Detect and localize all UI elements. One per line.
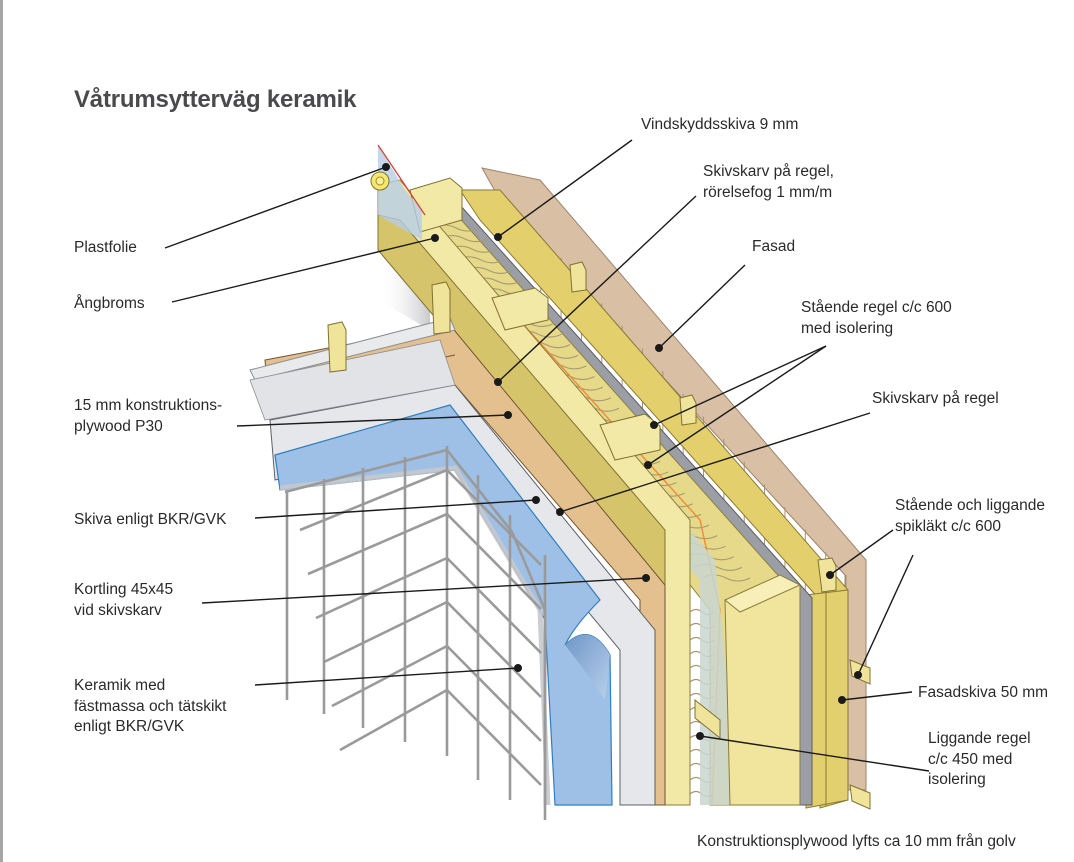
tile-grid-horizontal — [446, 601, 542, 698]
leader-dot — [696, 732, 705, 741]
leader-dot — [382, 162, 391, 171]
label-skiva-bkr: Skiva enligt BKR/GVK — [74, 511, 227, 528]
leader-line — [236, 414, 509, 427]
leader-line — [658, 264, 746, 349]
label-vindskydd: Vindskyddsskiva 9 mm — [641, 116, 799, 133]
leader-dot — [644, 461, 653, 470]
leader-dot — [650, 421, 659, 430]
tile-grid-horizontal — [446, 645, 542, 742]
leader-dot — [431, 233, 440, 242]
leader-dot — [494, 232, 503, 241]
leader-dot — [838, 696, 847, 705]
leader-dot — [556, 508, 565, 517]
leader-line — [841, 691, 913, 701]
label-angbroms: Ångbroms — [74, 295, 145, 312]
label-spiklakt: Stående och liggande spikläkt c/c 600 — [895, 497, 1045, 535]
tile-grid-edge — [284, 448, 547, 805]
label-staende-regel: Stående regel c/c 600 med isolering — [801, 299, 952, 337]
label-fasadskiva: Fasadskiva 50 mm — [918, 684, 1049, 701]
diagram-title: Våtrumsytterväg keramik — [74, 86, 357, 113]
leader-line — [254, 499, 537, 519]
leader-line — [497, 139, 633, 238]
label-golv-note: Konstruktionsplywood lyfts ca 10 mm från… — [697, 833, 1016, 850]
leader-dot — [655, 344, 664, 353]
label-liggande-regel: Liggande regel c/c 450 med isolering — [928, 730, 1031, 788]
leader-line — [497, 195, 697, 383]
label-skivskarv: Skivskarv på regel — [872, 390, 999, 407]
label-kortling: Kortling 45x45 vid skivskarv — [74, 581, 174, 619]
page-edge-border — [0, 0, 3, 862]
leader-dot — [826, 571, 835, 580]
tile-grid-horizontal — [446, 557, 542, 654]
leader-dot — [854, 671, 863, 680]
tile-grid-horizontal — [446, 513, 542, 610]
leader-line — [653, 345, 827, 426]
tile-grid-horizontal — [339, 688, 448, 752]
leader-dot — [494, 378, 503, 387]
leader-line — [857, 554, 914, 676]
tile-grid-horizontal — [315, 556, 448, 620]
leader-line — [201, 577, 647, 604]
callout-leaders — [164, 139, 930, 772]
label-plastfolie: Plastfolie — [74, 239, 137, 256]
label-keramik: Keramik med fästmassa och tätskikt enlig… — [74, 677, 227, 735]
leader-line — [647, 345, 827, 466]
tile-grid-horizontal — [323, 600, 448, 664]
label-plywood: 15 mm konstruktions- plywood P30 — [74, 397, 223, 435]
label-skivskarv-fog: Skivskarv på regel, rörelsefog 1 mm/m — [703, 163, 834, 201]
leader-dot — [514, 664, 523, 673]
tile-grid-horizontal — [446, 689, 542, 786]
tile-grid-horizontal — [299, 468, 448, 532]
leader-line — [829, 529, 894, 576]
leader-line — [559, 412, 871, 513]
leader-dot — [642, 574, 651, 583]
tile-grid-horizontal — [446, 469, 542, 566]
tile-grid-horizontal — [307, 512, 448, 576]
label-fasad: Fasad — [752, 238, 796, 255]
leader-line — [164, 166, 387, 249]
leader-line — [699, 735, 930, 772]
leader-line — [254, 667, 519, 686]
leader-dot — [504, 411, 513, 420]
leader-line — [171, 237, 436, 303]
leader-dot — [532, 496, 541, 505]
